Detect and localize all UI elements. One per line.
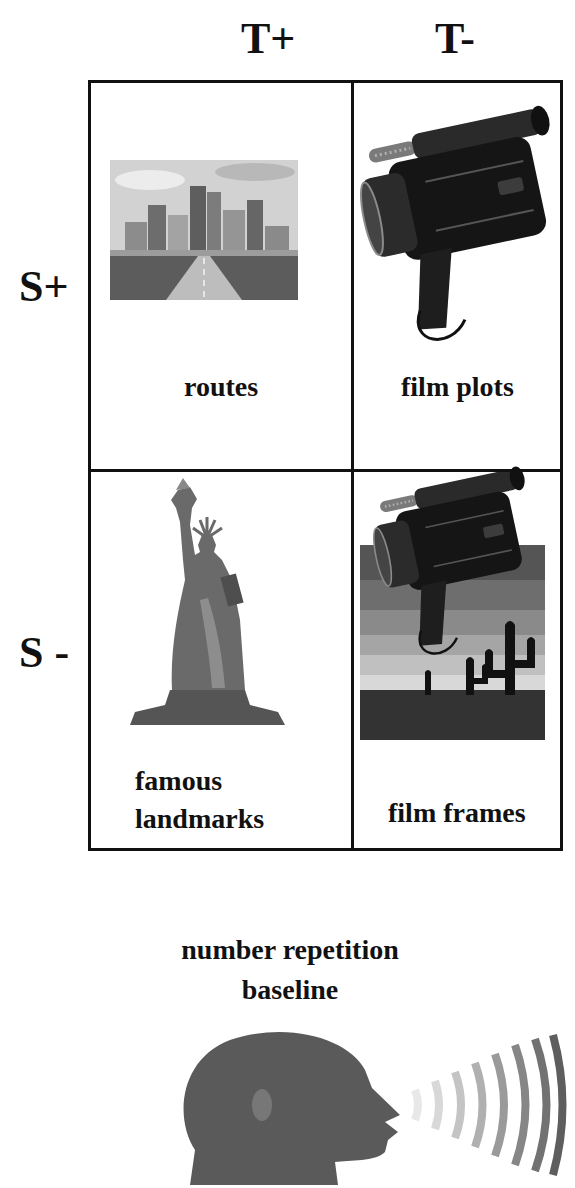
- desert-ground: [360, 690, 545, 740]
- city-horizon: [110, 250, 298, 256]
- statue-tablet: [220, 573, 243, 606]
- baseline-caption: number repetition baseline: [140, 930, 440, 1010]
- row-header: S -: [19, 628, 69, 678]
- city-building: [265, 226, 289, 252]
- cell-label: film plots: [401, 368, 514, 406]
- statue-figure: [171, 487, 245, 690]
- sound-wave: [495, 1054, 504, 1156]
- sound-wave: [515, 1045, 526, 1165]
- category-cell: routes: [88, 80, 354, 472]
- statue-crown: [193, 517, 222, 538]
- sound-wave: [535, 1039, 547, 1171]
- category-cell: famous landmarks: [88, 469, 354, 851]
- city-sky: [110, 160, 298, 300]
- statue-torch-flame: [176, 478, 190, 490]
- sound-wave: [455, 1072, 461, 1138]
- speaking-head-picture: [184, 1032, 563, 1185]
- cactus: [485, 621, 535, 695]
- category-cell: film frames: [351, 469, 563, 851]
- statue-picture: [130, 478, 285, 725]
- category-cell: film plots: [351, 80, 563, 472]
- desert-sky-band: [360, 610, 545, 635]
- road-line: [203, 258, 205, 298]
- city-road: [166, 256, 242, 300]
- city-building: [148, 205, 166, 252]
- city-cloud: [115, 170, 185, 190]
- city-ground: [110, 256, 298, 300]
- cactus: [425, 670, 431, 695]
- head-ear: [252, 1089, 272, 1121]
- cell-label: routes: [184, 368, 258, 406]
- city-cloud: [215, 163, 295, 181]
- city-building: [125, 222, 147, 252]
- cactus: [466, 657, 488, 695]
- row-header: S+: [19, 262, 69, 312]
- city-building: [223, 210, 245, 252]
- statue-pedestal: [130, 690, 285, 725]
- sound-wave: [553, 1035, 563, 1175]
- city-building: [190, 186, 206, 252]
- city-road-picture: [110, 160, 298, 300]
- camcorder-picture: [348, 104, 575, 350]
- cell-label: film frames: [388, 794, 526, 832]
- desert-sky-band: [360, 675, 545, 690]
- sound-wave: [475, 1063, 483, 1147]
- statue-robe-fold: [200, 598, 225, 688]
- city-building: [247, 200, 263, 252]
- column-header: T+: [241, 14, 295, 64]
- column-header: T-: [435, 14, 475, 64]
- sound-wave: [415, 1090, 418, 1120]
- city-building: [168, 215, 188, 252]
- sound-wave: [435, 1081, 439, 1129]
- head-silhouette: [184, 1032, 400, 1185]
- camcorder-picture: [364, 465, 557, 661]
- city-building: [207, 192, 221, 252]
- cell-label: famous landmarks: [135, 762, 305, 838]
